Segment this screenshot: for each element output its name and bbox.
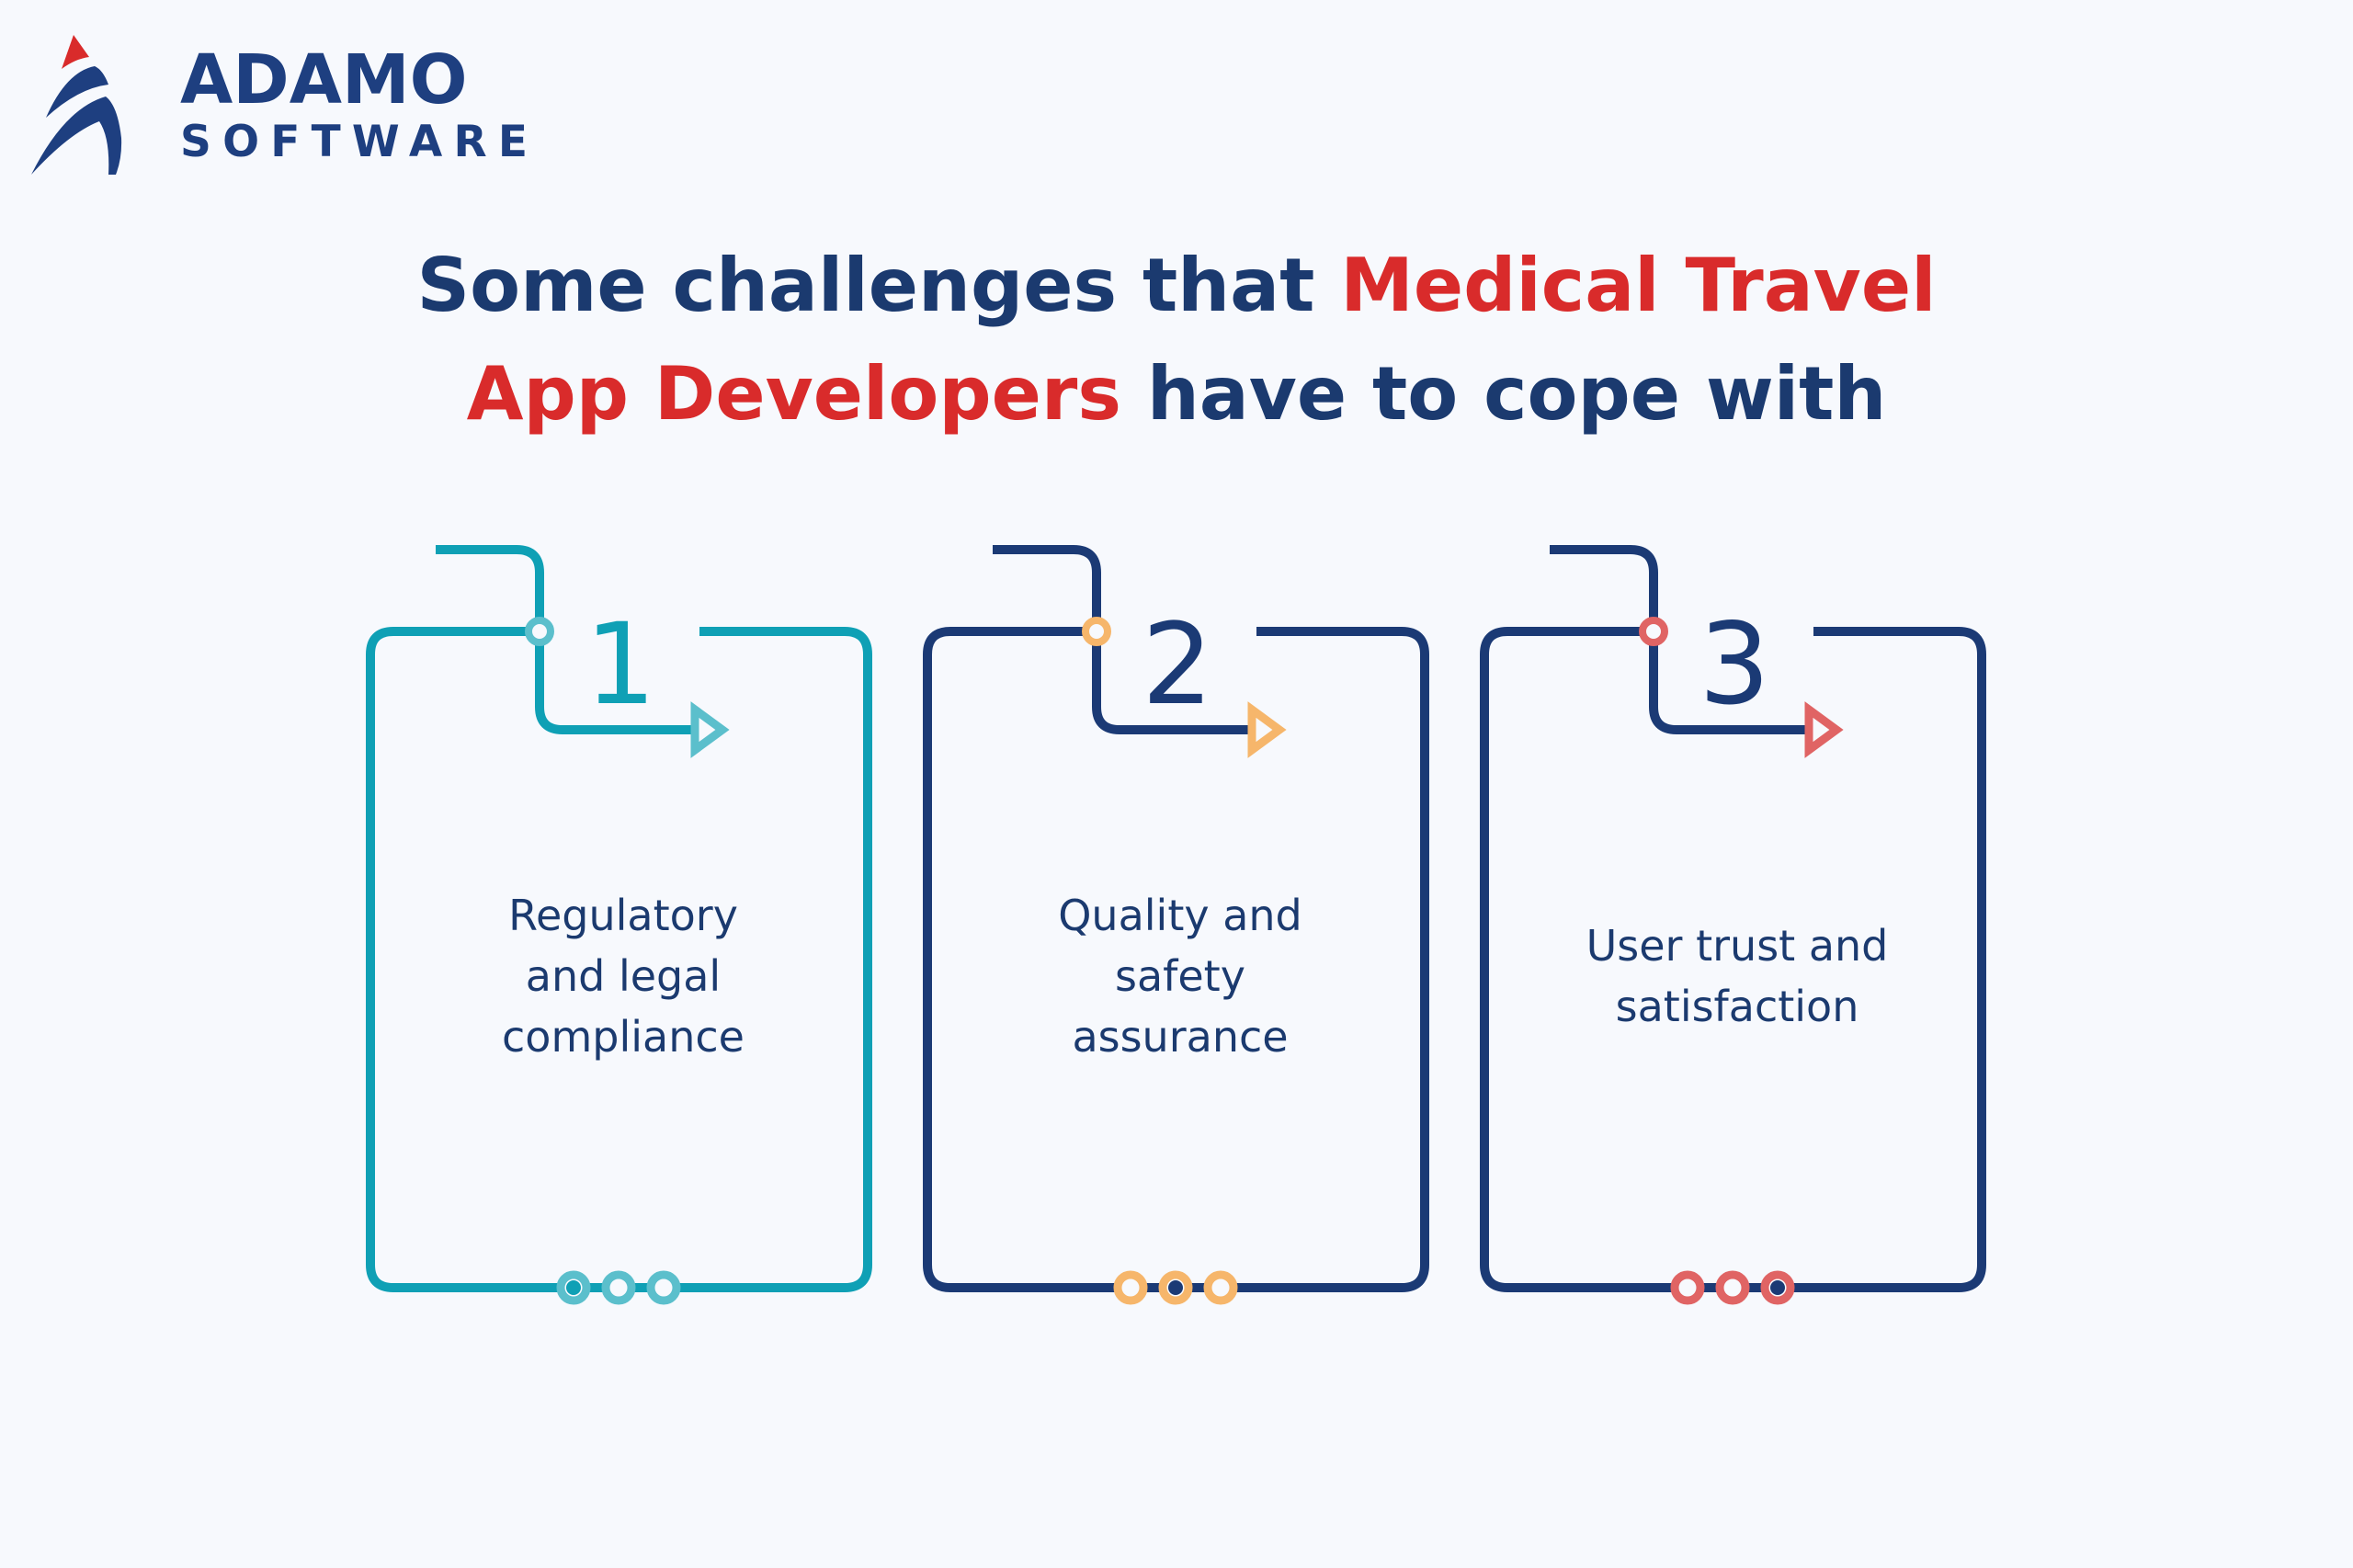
card-label-line: User trust and <box>1586 921 1889 971</box>
dot-icon <box>1203 1270 1238 1305</box>
card-number: 2 <box>1142 599 1213 730</box>
dot-icon <box>1670 1270 1705 1305</box>
logo-text-software: SOFTWARE <box>180 117 528 167</box>
title-part-red: App Developers <box>467 351 1121 437</box>
card-label-line: assurance <box>1072 1012 1288 1062</box>
dot-icon <box>601 1270 636 1305</box>
card-label-line: Regulatory <box>508 891 738 940</box>
node-circle-icon <box>1639 617 1668 646</box>
arrow-head-icon <box>1804 701 1844 758</box>
node-circle-icon <box>1082 617 1111 646</box>
card-label-line: and legal <box>526 951 721 1001</box>
dot-icon <box>646 1270 681 1305</box>
title-part-red: Medical Travel <box>1340 243 1936 328</box>
dot-center-icon <box>1168 1280 1183 1295</box>
card-number: 3 <box>1699 599 1770 730</box>
card-label-line: satisfaction <box>1616 982 1859 1031</box>
page-title-line1: Some challenges that Medical Travel <box>416 243 1936 328</box>
page-title-line2: App Developers have to cope with <box>467 351 1887 437</box>
logo-mark-icon <box>31 35 122 175</box>
dot-center-icon <box>1770 1280 1785 1295</box>
dot-icon <box>1715 1270 1750 1305</box>
node-circle-icon <box>525 617 554 646</box>
arrow-head-icon <box>1247 701 1287 758</box>
logo-text-adamo: ADAMO <box>180 40 468 119</box>
adamo-logo: ADAMO SOFTWARE <box>31 35 528 175</box>
title-part-dark: have to cope with <box>1121 351 1886 437</box>
dot-center-icon <box>566 1280 581 1295</box>
dot-icon <box>1113 1270 1148 1305</box>
card-number: 1 <box>585 599 656 730</box>
card-label-line: Quality and <box>1058 891 1302 940</box>
arrow-head-icon <box>690 701 730 758</box>
card-label-line: compliance <box>502 1012 745 1062</box>
title-part-dark: Some challenges that <box>416 243 1340 328</box>
card-label-line: safety <box>1115 951 1245 1001</box>
